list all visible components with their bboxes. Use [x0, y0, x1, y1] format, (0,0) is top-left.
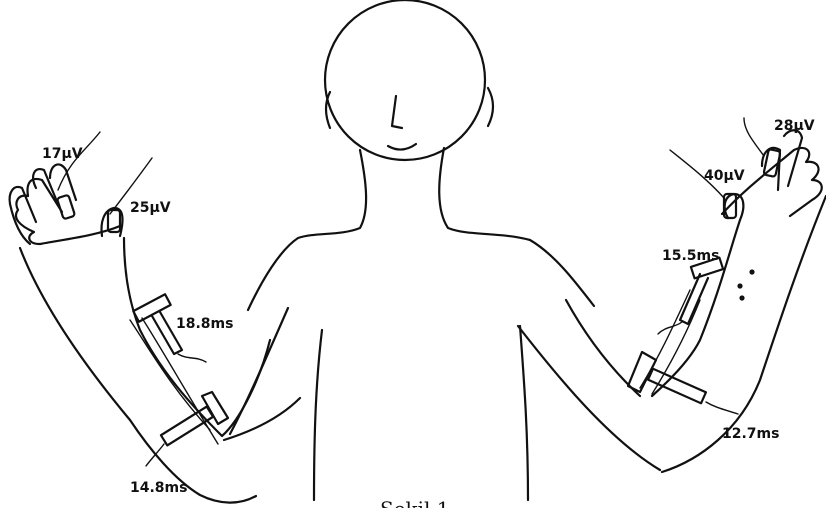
head	[325, 0, 493, 160]
left-arm	[10, 132, 300, 503]
right-forearm-mark-1	[749, 269, 754, 274]
left-little-finger-electrode	[57, 195, 75, 220]
right-forearm-mark-2	[737, 283, 742, 288]
torso	[248, 148, 594, 500]
left-torso-side	[314, 330, 322, 500]
right-elbow-latency-label: 12.7ms	[722, 426, 779, 442]
left-arm-lower-edge	[20, 248, 256, 503]
right-ear	[488, 88, 493, 126]
left-elbow-latency-label: 14.8ms	[130, 480, 187, 496]
left-forearm-stimulator-cable	[178, 354, 206, 362]
figure-caption: Şekil 1	[380, 497, 450, 508]
mouth	[388, 144, 416, 150]
right-forearm-mark-3	[739, 295, 744, 300]
left-neck-shoulder	[248, 150, 366, 310]
left-ulnar-nerve	[130, 320, 210, 430]
right-torso-side	[520, 326, 528, 500]
right-elbow-stimulator-cable	[706, 402, 738, 414]
right-thumb-wire	[744, 118, 764, 156]
left-arm-upper-edge	[124, 238, 270, 436]
right-arm	[518, 118, 826, 472]
right-neck-shoulder	[439, 148, 594, 306]
right-index-finger-amplitude-label: 40µV	[704, 168, 745, 184]
right-thumb-amplitude-label: 28µV	[774, 118, 815, 134]
left-median-nerve	[142, 318, 218, 444]
left-elbow-stimulator-head	[161, 407, 213, 446]
head-outline	[325, 0, 485, 160]
left-little-finger-amplitude-label: 17µV	[42, 146, 83, 162]
nose	[392, 96, 402, 128]
right-forearm-stimulator-handle	[680, 274, 708, 324]
right-elbow-stimulator	[628, 352, 738, 414]
left-forearm-latency-label: 18.8ms	[176, 316, 233, 332]
right-forearm-latency-label: 15.5ms	[662, 248, 719, 264]
right-arm-inner-edge	[518, 326, 660, 470]
left-index-finger-amplitude-label: 25µV	[130, 200, 171, 216]
right-ring-finger	[784, 130, 802, 186]
